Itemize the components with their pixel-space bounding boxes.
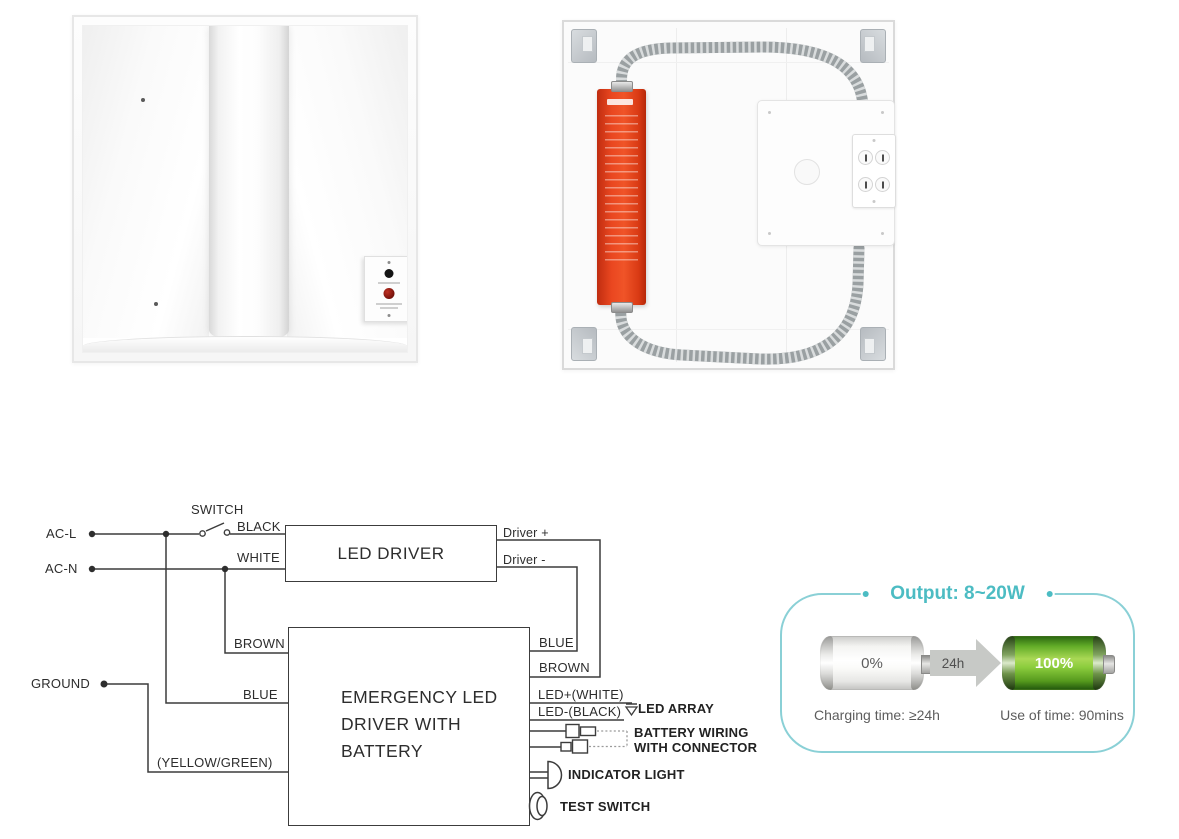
receptacle-plate xyxy=(852,134,896,208)
battery-full-percent: 100% xyxy=(1034,654,1074,672)
led-driver-box: LED DRIVER xyxy=(285,525,497,582)
use-time-note: Use of time: 90mins xyxy=(1000,707,1124,723)
screw-icon xyxy=(387,314,391,317)
center-lens-diffuser xyxy=(209,26,289,342)
emergency-driver-box: EMERGENCY LED DRIVER WITH BATTERY xyxy=(288,627,530,826)
wire-blue-out-label: BLUE xyxy=(539,635,574,650)
screw-icon xyxy=(872,200,876,203)
led-array-diode-icon xyxy=(624,703,639,717)
panel-seam xyxy=(568,62,889,63)
knockout-circle xyxy=(794,159,820,185)
plate-fine-print xyxy=(376,303,402,305)
battery-cap xyxy=(1093,636,1106,690)
wire-led-plus-label: LED+(WHITE) xyxy=(538,687,624,702)
corner-bracket xyxy=(860,29,886,63)
driver-plus-label: Driver + xyxy=(503,526,549,540)
screw-icon xyxy=(881,111,884,114)
wire-ground-color-label: (YELLOW/GREEN) xyxy=(157,755,273,770)
test-switch-button[interactable] xyxy=(383,288,395,299)
left-reflector xyxy=(83,26,209,338)
battery-wiring-label-2: WITH CONNECTOR xyxy=(634,740,758,755)
junction-dots xyxy=(88,530,229,688)
front-view-opening xyxy=(82,25,408,353)
conduit-fitting xyxy=(610,81,633,92)
ground-label: GROUND xyxy=(31,676,90,691)
ac-n-label: AC-N xyxy=(45,561,78,576)
socket-icon xyxy=(858,177,873,192)
wire-led-minus-label: LED-(BLACK) xyxy=(538,704,622,719)
driver-logo-mark xyxy=(607,99,633,105)
led-array-label: LED ARRAY xyxy=(638,701,714,716)
emergency-test-plate xyxy=(364,256,407,322)
screw-icon xyxy=(881,232,884,235)
wire-black-label: BLACK xyxy=(237,519,281,534)
wire-brown-out-label: BROWN xyxy=(539,660,590,675)
output-spec-badge: Output: 8~20W 0% 24h 100% Charging time:… xyxy=(780,582,1135,753)
ac-l-label: AC-L xyxy=(46,526,77,541)
battery-empty-icon: 0% xyxy=(820,636,933,690)
led-troffer-back-view xyxy=(562,20,896,370)
battery-cap xyxy=(820,636,833,690)
emergency-driver-unit xyxy=(597,81,646,313)
battery-connector-icons xyxy=(560,723,597,754)
frame-bottom-lip xyxy=(83,336,407,352)
wire-white-label: WHITE xyxy=(237,550,280,565)
battery-full-icon: 100% xyxy=(1002,636,1115,690)
wire-blue-in-label: BLUE xyxy=(243,687,278,702)
battery-terminal xyxy=(1103,655,1115,674)
battery-wiring-label-1: BATTERY WIRING xyxy=(634,725,749,740)
charge-arrow-label: 24h xyxy=(930,650,976,676)
plate-fine-print xyxy=(380,307,398,309)
rivet-dot xyxy=(154,302,158,306)
socket-icon xyxy=(875,177,890,192)
switch-label: SWITCH xyxy=(191,502,244,517)
socket-icon xyxy=(858,150,873,165)
charge-indicator-light xyxy=(384,269,394,278)
driver-label-fine-print xyxy=(605,115,638,265)
panel-seam xyxy=(568,329,889,330)
plate-fine-print xyxy=(378,282,400,284)
battery-wiring-dotted-leads xyxy=(589,730,628,748)
led-troffer-front-view xyxy=(72,15,418,363)
socket-icon xyxy=(875,150,890,165)
corner-bracket xyxy=(860,327,886,361)
charging-time-note: Charging time: ≥24h xyxy=(814,707,940,723)
test-switch-icon xyxy=(528,791,548,821)
corner-bracket xyxy=(571,327,597,361)
led-driver-label: LED DRIVER xyxy=(337,543,445,563)
screw-icon xyxy=(387,261,391,264)
screw-icon xyxy=(768,232,771,235)
battery-empty-percent: 0% xyxy=(861,654,883,672)
corner-bracket xyxy=(571,29,597,63)
driver-minus-label: Driver - xyxy=(503,553,546,567)
charge-arrow-icon xyxy=(976,639,1001,687)
rivet-dot xyxy=(141,98,145,102)
indicator-light-label: INDICATOR LIGHT xyxy=(568,767,685,782)
output-title: Output: 8~20W xyxy=(860,582,1055,606)
emergency-driver-label: EMERGENCY LED DRIVER WITH BATTERY xyxy=(341,687,498,761)
battery-cap xyxy=(911,636,924,690)
screw-icon xyxy=(872,139,876,142)
screw-icon xyxy=(768,111,771,114)
conduit-fitting xyxy=(610,302,633,313)
panel-seam xyxy=(676,28,677,362)
battery-cap xyxy=(1002,636,1015,690)
wire-brown-in-label: BROWN xyxy=(234,636,285,651)
test-switch-label: TEST SWITCH xyxy=(560,799,651,814)
power-switch-icon xyxy=(199,529,231,537)
indicator-lamp-icon xyxy=(547,760,563,790)
flex-conduit xyxy=(615,41,870,365)
